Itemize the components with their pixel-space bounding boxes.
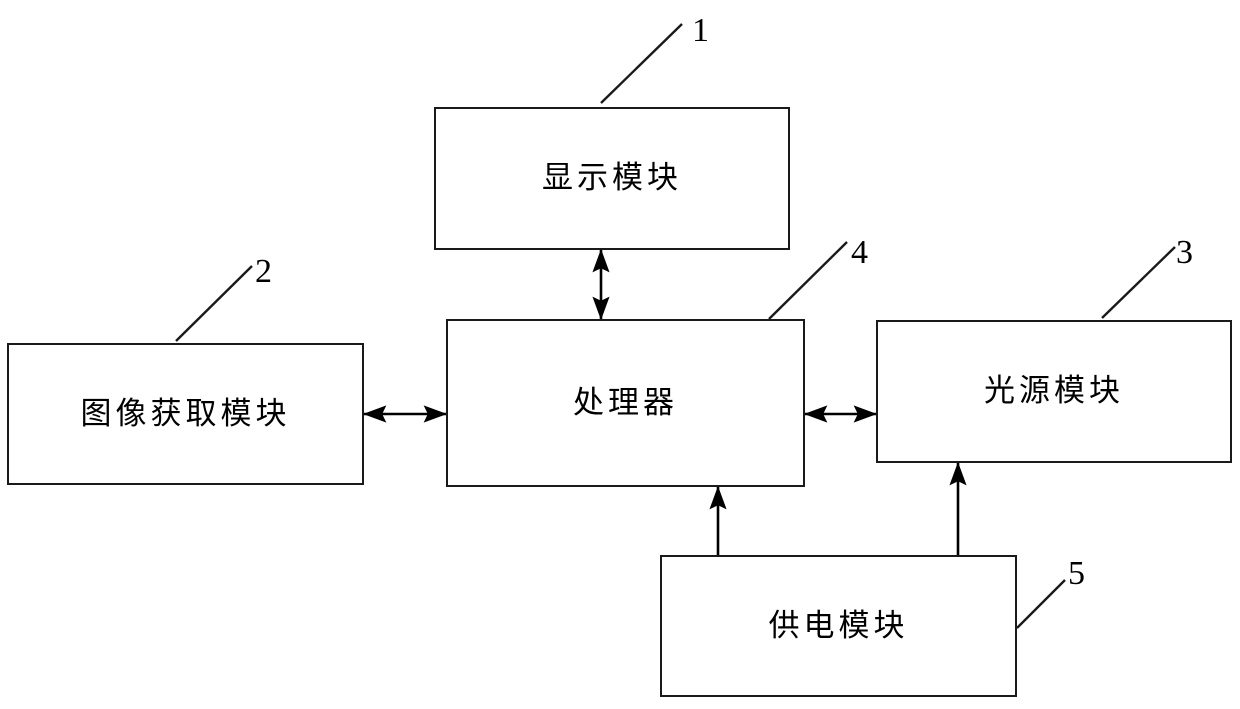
block-power-supply-module[interactable]: 供电模块 — [660, 555, 1017, 697]
leader-line-3 — [1101, 246, 1176, 319]
block-light-source-module[interactable]: 光源模块 — [876, 320, 1232, 463]
reference-numeral-4: 4 — [851, 234, 868, 271]
reference-numeral-1: 1 — [692, 12, 709, 49]
block-power-supply-module-label: 供电模块 — [768, 607, 909, 644]
reference-numeral-2: 2 — [255, 253, 272, 290]
block-image-acquisition-module-label: 图像获取模块 — [80, 395, 291, 432]
block-processor-label: 处理器 — [573, 384, 678, 421]
block-display-module-label: 显示模块 — [542, 160, 682, 196]
leader-line-1 — [600, 23, 683, 104]
block-processor[interactable]: 处理器 — [446, 319, 805, 487]
reference-numeral-5: 5 — [1068, 555, 1085, 592]
reference-leader-lines — [175, 23, 1176, 629]
block-image-acquisition-module[interactable]: 图像获取模块 — [7, 343, 364, 485]
block-display-module[interactable]: 显示模块 — [434, 107, 790, 250]
connector-arrows — [362, 248, 967, 555]
block-light-source-module-label: 光源模块 — [984, 373, 1124, 409]
reference-numeral-3: 3 — [1176, 234, 1193, 271]
leader-line-4 — [768, 241, 848, 320]
leader-line-5 — [1016, 579, 1066, 629]
leader-line-2 — [175, 265, 253, 342]
